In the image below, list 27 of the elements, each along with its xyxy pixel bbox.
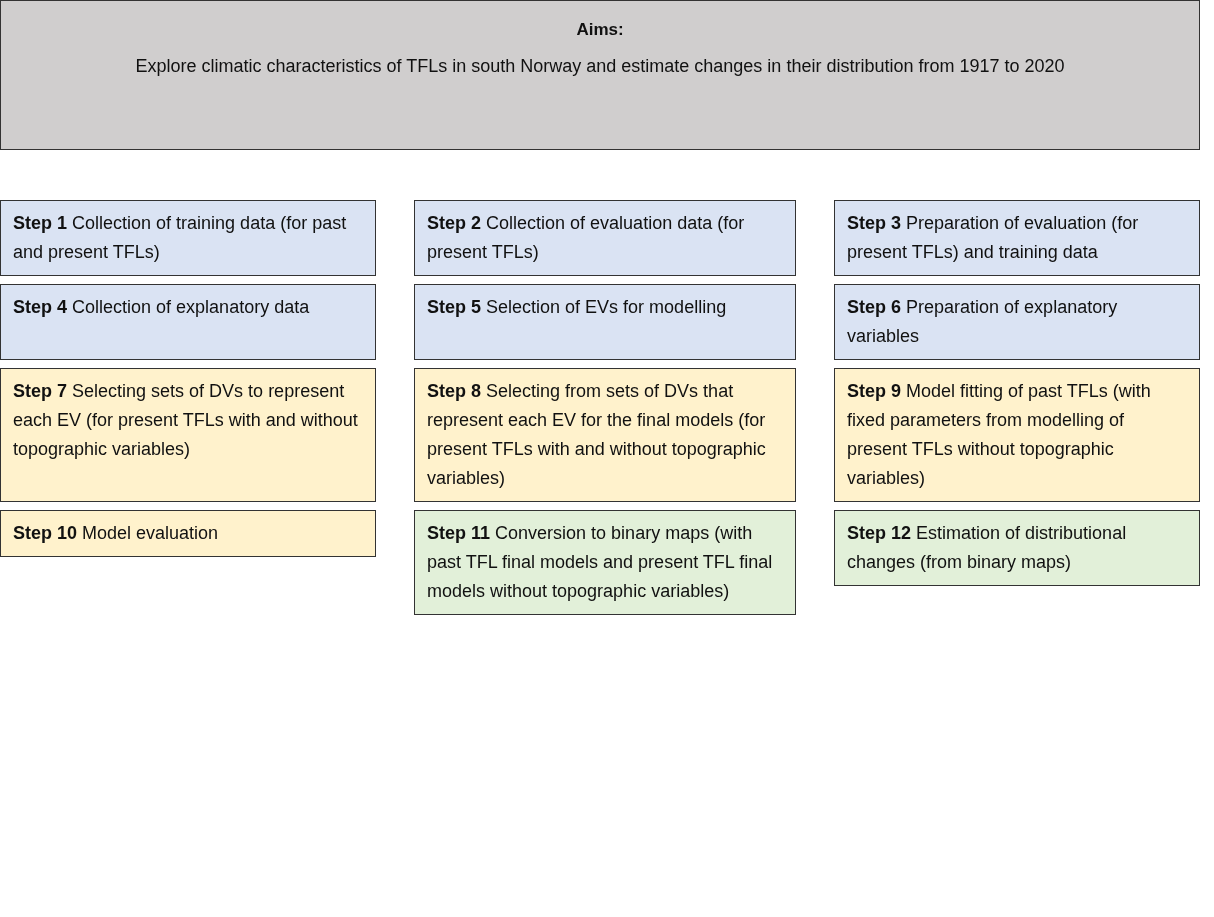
step-text: Step 9 Model fitting of past TFLs (with fixed parameters from modelling of present TFLs without topographic variables): [847, 380, 1152, 490]
step-box: [834, 368, 1200, 502]
heading: Aims:: [575, 19, 625, 41]
aims-text: Explore climatic characteristics of TFLs in south Norway and estimate changes in their distribution from 1917 to 2020: [134, 55, 1066, 78]
step-text: Step 1 Collection of training data (for past and present TFLs): [13, 212, 348, 264]
step-box: [414, 368, 796, 502]
step-box: [414, 510, 796, 615]
step-box: [414, 284, 796, 360]
step-box: [834, 510, 1200, 586]
aims-box: [0, 0, 1200, 150]
step-text: Step 5 Selection of EVs for modelling: [427, 296, 728, 319]
step-text: Step 6 Preparation of explanatory variables: [847, 296, 1119, 348]
step-box: [0, 200, 376, 276]
step-text: Step 3 Preparation of evaluation (for present TFLs) and training data: [847, 212, 1140, 264]
step-text: Step 11 Conversion to binary maps (with past TFL final models and present TFL final models without topographic variables): [427, 522, 774, 603]
step-text: Step 10 Model evaluation: [13, 522, 220, 545]
step-box: [834, 284, 1200, 360]
step-text: Step 8 Selecting from sets of DVs that represent each EV for the final models (for present TFLs with and without topographic variables): [427, 380, 767, 490]
step-text: Step 2 Collection of evaluation data (for present TFLs): [427, 212, 746, 264]
step-text: Step 7 Selecting sets of DVs to represent each EV (for present TFLs with and without topographic variables): [13, 380, 359, 461]
step-box: [0, 368, 376, 502]
step-box: [0, 284, 376, 360]
step-box: [0, 510, 376, 557]
step-text: Step 12 Estimation of distributional changes (from binary maps): [847, 522, 1128, 574]
step-box: [834, 200, 1200, 276]
step-box: [414, 200, 796, 276]
step-text: Step 4 Collection of explanatory data: [13, 296, 311, 319]
